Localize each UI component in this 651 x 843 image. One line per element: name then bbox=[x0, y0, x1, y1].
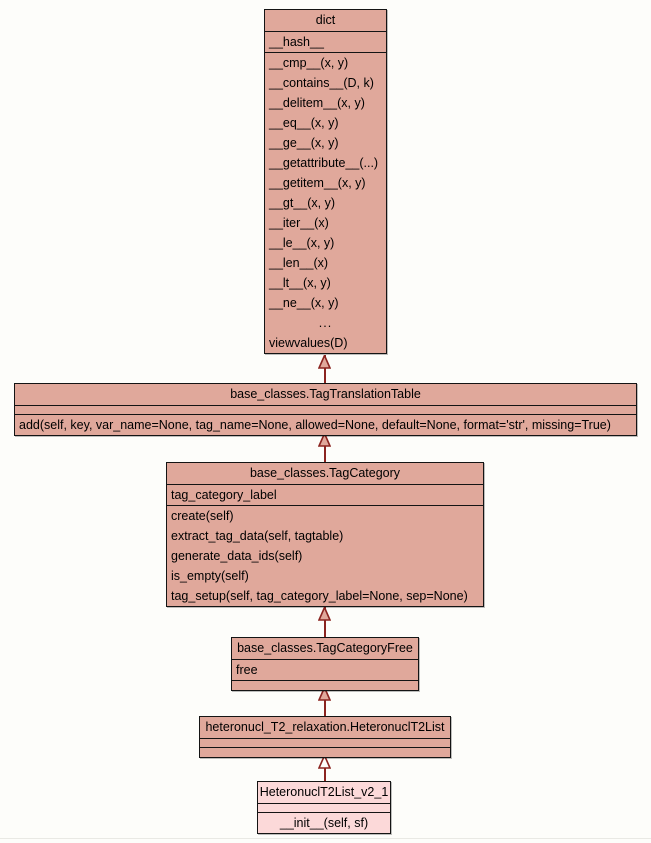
class-name-compartment-tagcategoryfree: base_classes.TagCategoryFree bbox=[232, 638, 418, 660]
method-row: __le__(x, y) bbox=[269, 236, 335, 250]
inheritance-arrowhead-heteronuclt2list bbox=[318, 755, 331, 769]
class-name-compartment-dict: dict bbox=[265, 10, 386, 32]
class-name-compartment-heteronuclt2list: heteronucl_T2_relaxation.HeteronuclT2Lis… bbox=[200, 717, 450, 739]
attribute-row: tag_category_label bbox=[171, 488, 277, 502]
class-box-tagcategoryfree[interactable]: base_classes.TagCategoryFree free bbox=[231, 637, 419, 691]
attribute-row: __hash__ bbox=[269, 35, 324, 49]
method-row: __iter__(x) bbox=[269, 216, 329, 230]
method-row: tag_setup(self, tag_category_label=None,… bbox=[171, 589, 468, 603]
method-row: __eq__(x, y) bbox=[269, 116, 339, 130]
attributes-compartment-tagcategory: tag_category_label bbox=[167, 485, 483, 506]
method-row: __lt__(x, y) bbox=[269, 276, 331, 290]
class-box-tagcategory[interactable]: base_classes.TagCategory tag_category_la… bbox=[166, 462, 484, 607]
method-row: __getitem__(x, y) bbox=[269, 176, 366, 190]
method-row: extract_tag_data(self, tagtable) bbox=[171, 529, 344, 543]
method-row: add(self, key, var_name=None, tag_name=N… bbox=[19, 418, 611, 432]
method-row: is_empty(self) bbox=[171, 569, 249, 583]
edge-heteronuclt2list-to-tagcategoryfree bbox=[324, 687, 326, 716]
methods-compartment-tagtranslationtable: add(self, key, var_name=None, tag_name=N… bbox=[15, 415, 636, 435]
class-name-heteronuclt2list: heteronucl_T2_relaxation.HeteronuclT2Lis… bbox=[205, 720, 445, 734]
attributes-compartment-heteronuclt2list bbox=[200, 739, 450, 748]
class-box-tagtranslationtable[interactable]: base_classes.TagTranslationTable add(sel… bbox=[14, 383, 637, 436]
methods-compartment-heteronuclt2list-v2-1: __init__(self, sf) bbox=[258, 813, 390, 833]
attributes-compartment-heteronuclt2list-v2-1 bbox=[258, 804, 390, 813]
edge-tagcategory-to-tagtranslationtable bbox=[324, 433, 326, 462]
attributes-compartment-tagcategoryfree: free bbox=[232, 660, 418, 681]
method-row: generate_data_ids(self) bbox=[171, 549, 303, 563]
methods-compartment-tagcategoryfree bbox=[232, 681, 418, 690]
attribute-row: free bbox=[236, 663, 258, 677]
class-name-heteronuclt2list-v2-1: HeteronuclT2List_v2_1 bbox=[259, 785, 389, 799]
methods-compartment-dict: __cmp__(x, y) __contains__(D, k) __delit… bbox=[265, 53, 386, 353]
method-row: __len__(x) bbox=[269, 256, 329, 270]
class-name-tagtranslationtable: base_classes.TagTranslationTable bbox=[230, 387, 421, 401]
method-row: __gt__(x, y) bbox=[269, 196, 336, 210]
page-bottom-divider bbox=[0, 838, 651, 839]
inheritance-arrowhead-tagcategory bbox=[318, 607, 331, 621]
methods-compartment-heteronuclt2list bbox=[200, 748, 450, 757]
class-name-tagcategory: base_classes.TagCategory bbox=[249, 466, 401, 480]
method-row: __init__(self, sf) bbox=[279, 816, 369, 830]
inheritance-arrowhead-dict bbox=[318, 355, 331, 369]
method-row: __delitem__(x, y) bbox=[269, 96, 365, 110]
class-box-heteronuclt2list-v2-1[interactable]: HeteronuclT2List_v2_1 __init__(self, sf) bbox=[257, 781, 391, 834]
method-row: __ne__(x, y) bbox=[269, 296, 339, 310]
edge-tagtranslationtable-to-dict bbox=[324, 355, 326, 383]
method-row: __ge__(x, y) bbox=[269, 136, 339, 150]
method-row: viewvalues(D) bbox=[269, 336, 348, 350]
attributes-compartment-dict: __hash__ bbox=[265, 32, 386, 53]
attributes-compartment-tagtranslationtable bbox=[15, 406, 636, 415]
class-name-tagcategoryfree: base_classes.TagCategoryFree bbox=[237, 641, 413, 655]
inheritance-arrowhead-tagcategoryfree bbox=[318, 687, 331, 701]
method-row: __getattribute__(...) bbox=[269, 156, 379, 170]
class-box-heteronuclt2list[interactable]: heteronucl_T2_relaxation.HeteronuclT2Lis… bbox=[199, 716, 451, 758]
method-row: __contains__(D, k) bbox=[269, 76, 374, 90]
methods-compartment-tagcategory: create(self) extract_tag_data(self, tagt… bbox=[167, 506, 483, 606]
class-name-compartment-heteronuclt2list-v2-1: HeteronuclT2List_v2_1 bbox=[258, 782, 390, 804]
class-name-compartment-tagcategory: base_classes.TagCategory bbox=[167, 463, 483, 485]
method-row: __cmp__(x, y) bbox=[269, 56, 349, 70]
edge-tagcategoryfree-to-tagcategory bbox=[324, 607, 326, 637]
class-name-dict: dict bbox=[315, 13, 336, 27]
method-row-ellipsis: ... bbox=[318, 316, 333, 330]
class-box-dict[interactable]: dict __hash__ __cmp__(x, y) __contains__… bbox=[264, 9, 387, 354]
method-row: create(self) bbox=[171, 509, 234, 523]
class-name-compartment-tagtranslationtable: base_classes.TagTranslationTable bbox=[15, 384, 636, 406]
inheritance-arrowhead-tagtranslationtable bbox=[318, 433, 331, 447]
